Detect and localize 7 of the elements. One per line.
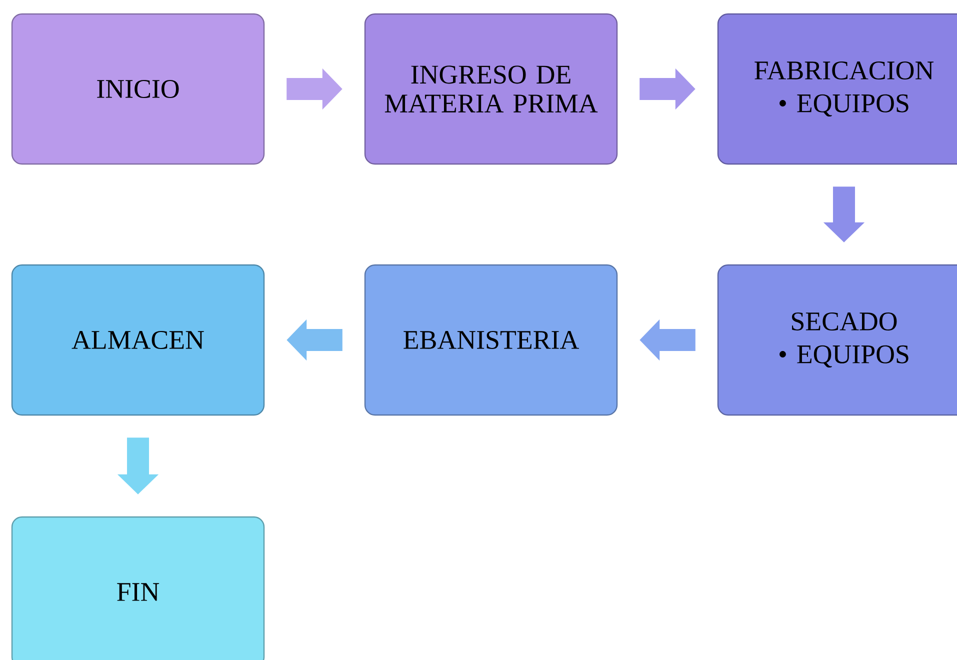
process-box: FIN xyxy=(11,516,265,660)
process-box: INICIO xyxy=(11,13,265,165)
process-box: EBANISTERIA xyxy=(364,264,618,416)
process-box: SECADO • EQUIPOS xyxy=(717,264,957,416)
process-box: FABRICACION • EQUIPOS xyxy=(717,13,957,165)
process-box: INGRESO DE MATERIA PRIMA xyxy=(364,13,618,165)
process-box: ALMACEN xyxy=(11,264,265,416)
